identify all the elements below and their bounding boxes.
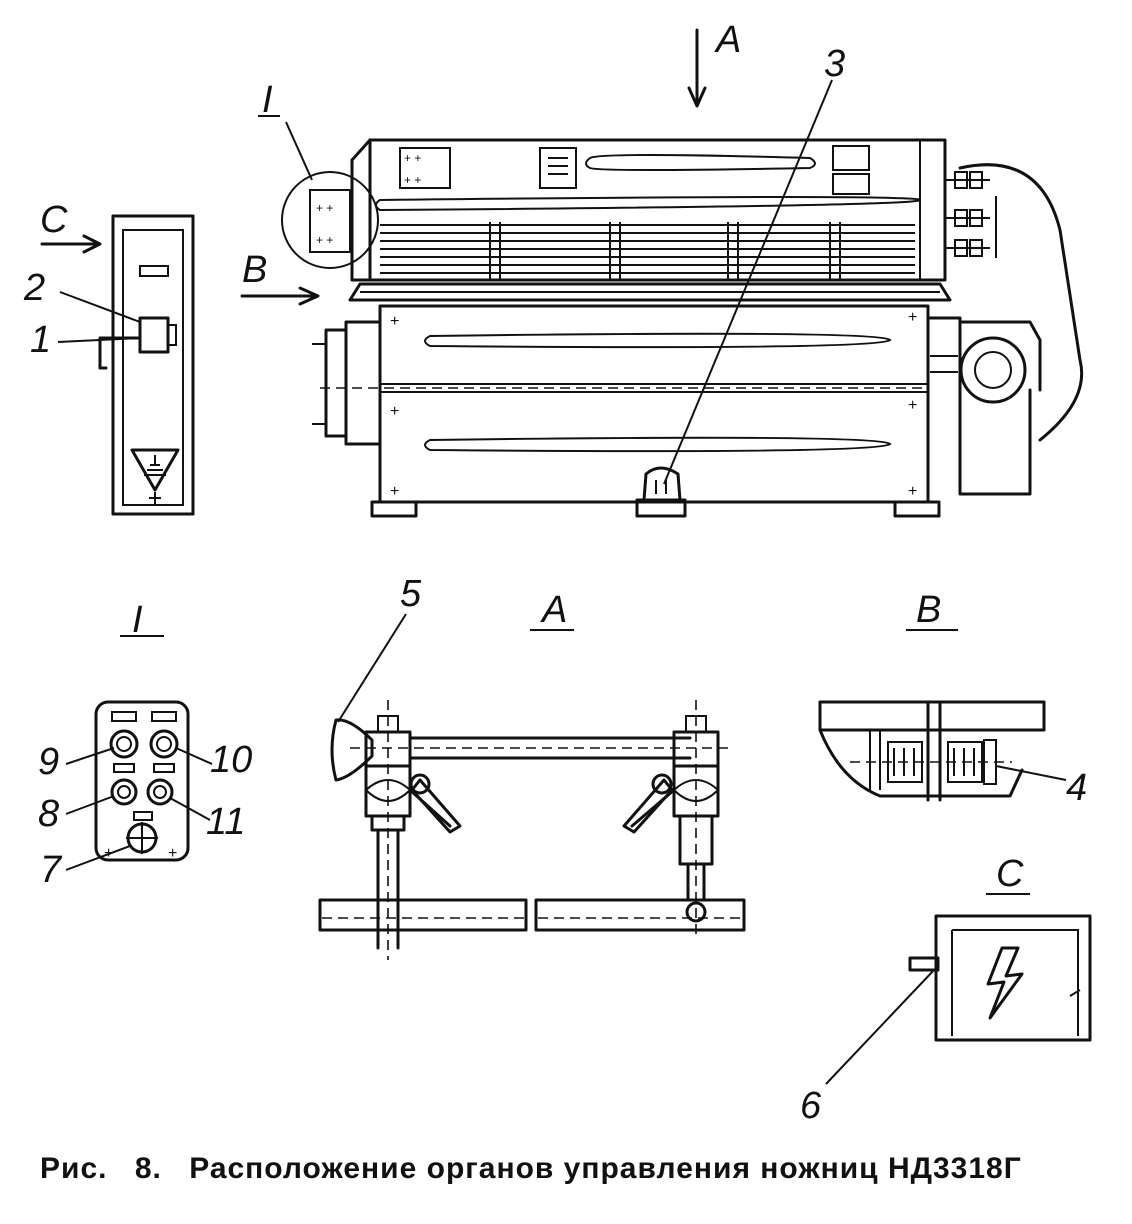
hydraulic-fittings: [945, 171, 997, 258]
view-a-title: A: [540, 589, 567, 631]
callout-3-label: 3: [824, 43, 845, 85]
view-c-title: C: [996, 853, 1024, 895]
view-i: I + +: [94, 599, 190, 862]
detail-i-circle: + + + + I: [258, 79, 379, 269]
shear-machine-front: + + + +: [312, 138, 1084, 518]
callout-11: 11: [169, 797, 245, 843]
callout-6-label: 6: [800, 1085, 822, 1127]
svg-text:+: +: [390, 403, 399, 420]
view-b-arrow-label: B: [242, 249, 267, 291]
callout-8: 8: [38, 793, 115, 835]
svg-text:+ +: + +: [316, 201, 333, 215]
callout-1-label: 1: [30, 319, 51, 361]
figure-caption: Рис. 8. Расположение органов управления …: [40, 1152, 1100, 1186]
callout-3: 3: [663, 43, 845, 485]
callout-2-label: 2: [23, 267, 45, 309]
callout-8-label: 8: [38, 793, 59, 835]
callout-5-label: 5: [400, 573, 422, 615]
caption-number: 8.: [134, 1152, 162, 1185]
view-c: C: [908, 853, 1092, 1042]
callout-10-label: 10: [210, 739, 252, 781]
callout-2: 2: [23, 267, 141, 323]
callout-9: 9: [38, 741, 115, 783]
louvre-grille: [380, 222, 915, 280]
view-c-arrow: C: [40, 199, 102, 254]
view-b-title: B: [916, 589, 941, 631]
callout-5: 5: [337, 573, 422, 723]
svg-text:+: +: [908, 397, 917, 414]
view-b: B: [818, 589, 1046, 802]
view-a: A: [318, 589, 746, 960]
view-c-arrow-label: C: [40, 199, 68, 241]
svg-text:+: +: [908, 309, 917, 326]
view-a-arrow: A: [687, 19, 741, 108]
side-cabinet: [98, 214, 195, 516]
callout-1: 1: [30, 319, 141, 361]
svg-text:+ +: + +: [404, 173, 421, 187]
view-a-arrow-label: A: [714, 19, 741, 61]
view-b-arrow: B: [240, 249, 320, 306]
svg-text:+: +: [390, 313, 399, 330]
callout-9-label: 9: [38, 741, 59, 783]
svg-text:+ +: + +: [404, 151, 421, 165]
callout-7-label: 7: [40, 849, 63, 891]
callout-4-label: 4: [1066, 767, 1087, 809]
callout-10: 10: [175, 739, 252, 781]
svg-text:+ +: + +: [316, 233, 333, 247]
caption-text: Расположение органов управления ножниц Н…: [189, 1152, 1022, 1185]
detail-i-mark: I: [262, 79, 273, 121]
svg-text:+: +: [908, 483, 917, 500]
svg-text:+: +: [390, 483, 399, 500]
callout-11-label: 11: [206, 801, 245, 843]
callout-6: 6: [800, 969, 935, 1127]
caption-prefix: Рис.: [40, 1152, 108, 1185]
callout-7: 7: [40, 845, 131, 891]
callout-4: 4: [995, 765, 1087, 809]
view-i-title: I: [132, 599, 143, 641]
svg-text:+: +: [168, 845, 177, 862]
